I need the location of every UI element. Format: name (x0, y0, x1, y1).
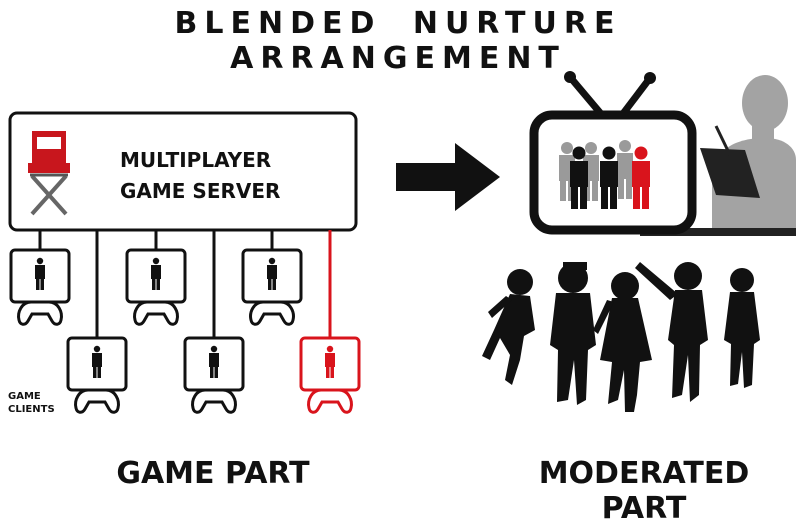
server-label-line2: GAME SERVER (120, 179, 281, 203)
game-client (183, 336, 245, 414)
observer-with-clipboard-icon (700, 75, 796, 233)
diagram-canvas (8, 71, 796, 414)
right-arrow-icon (396, 143, 500, 211)
moderated-part-caption: MODERATED PART (538, 456, 750, 526)
game-client-highlighted (299, 336, 361, 414)
connection-lines (38, 230, 332, 338)
server-box (8, 111, 358, 232)
server-label-line1: MULTIPLAYER (120, 148, 272, 172)
directors-chair-icon (28, 131, 70, 216)
game-client (241, 248, 303, 326)
game-clients-label-line2: CLIENTS (8, 404, 55, 415)
children-silhouette-icon (482, 262, 760, 412)
diagram-title: BLENDED NURTURE ARRANGEMENT (174, 6, 622, 76)
game-clients-label-line1: GAME (8, 391, 41, 402)
server-label: MULTIPLAYER GAME SERVER (120, 145, 320, 207)
game-clients-label: GAME CLIENTS (8, 390, 78, 416)
game-client (125, 248, 187, 326)
game-client (9, 248, 71, 326)
television-icon (529, 71, 697, 235)
game-part-caption: GAME PART (116, 456, 310, 491)
table-surface (640, 228, 796, 236)
